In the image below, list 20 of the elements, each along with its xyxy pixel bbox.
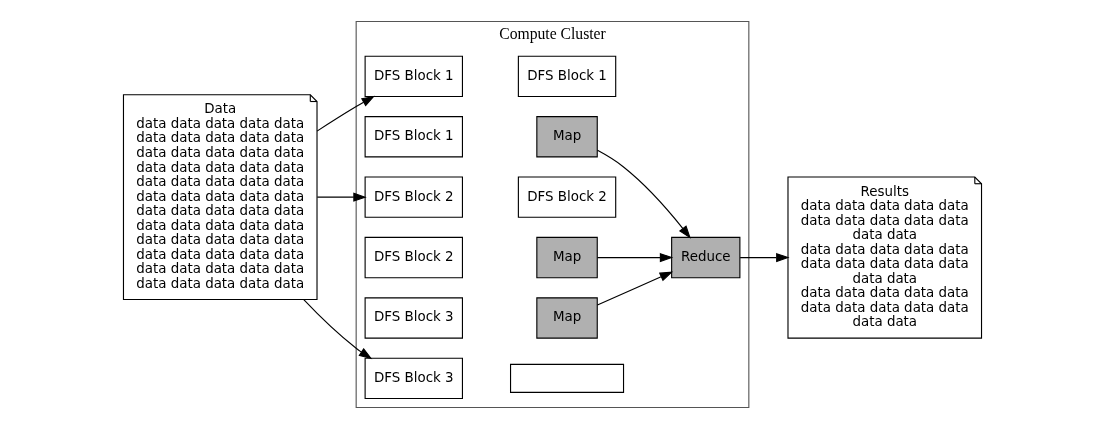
node-box: DFS Block 3 (364, 357, 463, 400)
arrow (596, 252, 673, 263)
node-box: DFS Block 3 (364, 297, 463, 339)
arrow (302, 299, 372, 360)
node-box: Map (535, 297, 598, 339)
node-box: DFS Block 1 (364, 116, 463, 158)
arrow (596, 271, 673, 306)
node-box: DFS Block 1 (364, 55, 463, 98)
node-box: DFS Block 2 (517, 176, 616, 218)
node-box: DFS Block 2 (364, 176, 463, 218)
node-box: Map (535, 236, 598, 279)
node-box: Reduce (670, 236, 740, 279)
node-box (509, 363, 624, 393)
arrow (596, 149, 691, 239)
arrow (316, 192, 367, 202)
arrow (739, 252, 790, 263)
arrow (316, 95, 375, 132)
node-box: DFS Block 2 (364, 236, 463, 279)
node-box: Map (535, 116, 598, 158)
node-box: DFS Block 1 (517, 55, 616, 98)
